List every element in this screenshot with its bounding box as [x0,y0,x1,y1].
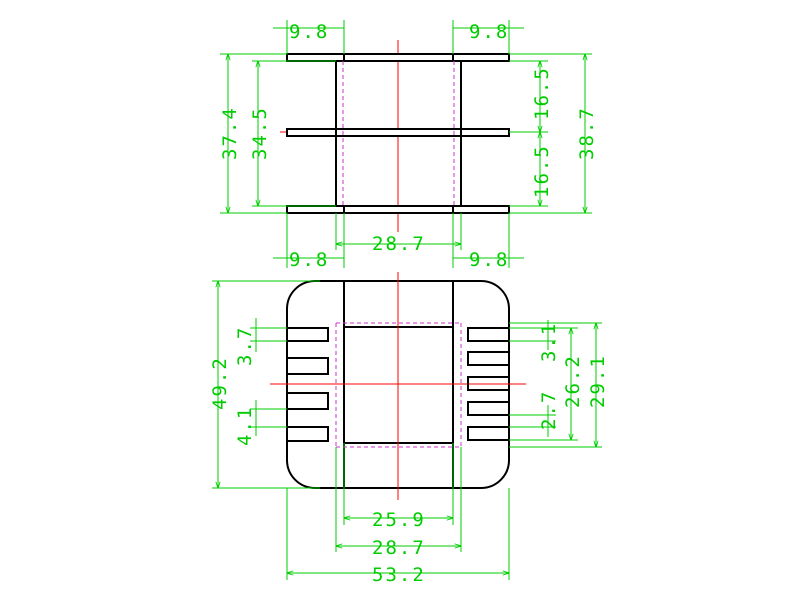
dim-top-upper-height: 16.5 [531,66,553,120]
dim-right-slot-pitch-top: 3.1 [538,322,560,362]
dim-right-slot-pitch-bottom: 2.7 [538,390,560,430]
dim-window-width: 25.9 [372,509,426,531]
dim-right-span-inner: 26.2 [562,354,584,408]
left-slot [287,426,329,442]
dim-left-slot-pitch: 3.7 [234,326,256,366]
right-slot [467,426,509,441]
dim-right-span-outer: 29.1 [587,354,609,408]
dim-bottom-left-flange-width: 9.8 [289,249,329,271]
left-slot [287,357,329,375]
dim-top-outer-height: 37.4 [219,106,241,160]
dim-top-inner-height: 34.5 [249,106,271,160]
dim-left-slot-width: 4.1 [234,406,256,446]
dim-top-total-height: 38.7 [576,106,598,160]
dim-bottom-right-flange-width: 9.8 [469,249,509,271]
bottom-flange [286,205,510,214]
right-slot [467,401,509,416]
left-slot [287,392,329,410]
right-slot [467,376,509,391]
dim-top-lower-height: 16.5 [531,144,553,198]
dim-overall-width: 53.2 [372,564,426,586]
right-slot [467,351,509,366]
dim-front-overall-height: 49.2 [209,356,231,410]
top-view: 9.8 9.8 9.8 9.8 28.7 37.4 34.5 [219,20,598,271]
left-slot [287,327,329,342]
dim-top-body-width: 28.7 [372,233,426,255]
dim-top-left-flange-width: 9.8 [289,21,329,43]
front-view: 49.2 3.7 4.1 3.1 2.7 26.2 29.1 25.9 [209,272,609,586]
middle-flange [286,128,510,137]
dim-top-right-flange-width: 9.8 [469,21,509,43]
right-slot [467,327,509,342]
top-flange [286,53,510,62]
dim-front-body-width: 28.7 [372,537,426,559]
